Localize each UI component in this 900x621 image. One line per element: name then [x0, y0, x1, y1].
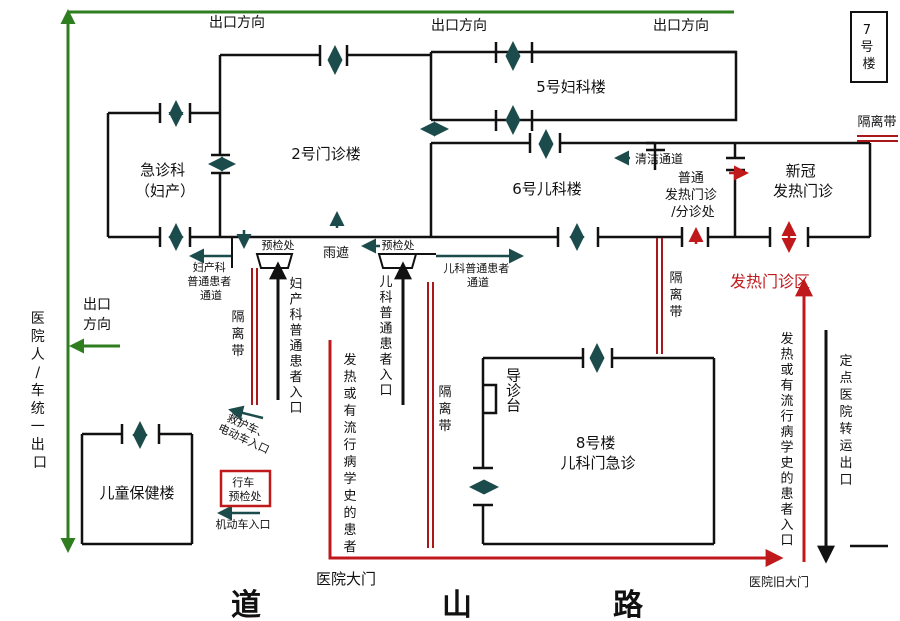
- old-gate-label: 医院旧大门: [749, 574, 809, 589]
- covid-clinic-label: 新冠 发热门诊: [773, 162, 833, 200]
- canopy-label: 雨遮: [323, 245, 349, 261]
- exit-label-1: 出口方向: [209, 15, 265, 31]
- building-7-label: 7 号 楼: [860, 23, 877, 72]
- precheck-left-booth: [255, 253, 294, 269]
- ob-channel-label: 妇产科 普通患者 通道: [187, 260, 235, 302]
- child-health-label: 儿童保健楼: [99, 484, 174, 502]
- emergency-label: 急诊科 （妇产）: [135, 161, 195, 200]
- building-8-label: 8号楼 儿科门急诊: [560, 434, 635, 472]
- guide-desk-shape: [483, 383, 498, 415]
- isolation-bands: [251, 135, 898, 548]
- exit-route-lines: [60, 8, 734, 553]
- entrance-arrows: [269, 261, 835, 564]
- main-gate-label: 医院大门: [316, 570, 376, 588]
- exit-label-3: 出口方向: [653, 18, 709, 34]
- ob-entrance-label: 妇产科普通患者入口: [289, 276, 302, 416]
- door-arrows: [132, 41, 630, 521]
- isolation-label-2: 隔离带: [438, 385, 451, 434]
- vehicle-check-label: 行车 预检处: [229, 475, 262, 503]
- motor-entrance-label: 机动车入口: [216, 517, 271, 531]
- fever-patients-right-label: 发热或有流行病学史的患者入口: [780, 331, 793, 549]
- isolation-label-1: 隔离带: [231, 310, 244, 359]
- fever-patients-left-label: 发热或有流行病学史的患者: [343, 352, 356, 555]
- fever-zone-label: 发热门诊区: [730, 272, 810, 291]
- clean-channel-label: 清洁通道: [635, 152, 683, 166]
- vehicle-check-box: [219, 469, 272, 508]
- road-char-2: 山: [442, 588, 472, 621]
- left-exit-label: 出口方向: [83, 297, 111, 333]
- isolation-top-label: 隔离带: [857, 114, 896, 130]
- exit-label-2: 出口方向: [431, 18, 487, 34]
- isolation-label-3: 隔离带: [669, 271, 682, 320]
- building-5-label: 5号妇科楼: [536, 78, 606, 96]
- precheck-right-booth: [377, 253, 418, 269]
- building-6-label: 6号儿科楼: [512, 180, 582, 198]
- building-7-outline: [850, 11, 888, 83]
- building-2-label: 2号门诊楼: [291, 145, 361, 163]
- road-char-1: 道: [231, 588, 261, 621]
- door-ticks: [120, 42, 810, 507]
- transfer-exit-label: 定点医院转运出口: [839, 354, 852, 488]
- precheck-left-label: 预检处: [262, 238, 295, 252]
- ped-entrance-label: 儿科普通患者入口: [379, 275, 392, 399]
- road-char-3: 路: [613, 588, 644, 621]
- ped-channel-label: 儿科普通患者 通道: [443, 261, 513, 289]
- side-exit-label: 医 院 人 / 车 统 一 出 口: [31, 311, 49, 471]
- precheck-right-label: 预检处: [382, 238, 415, 252]
- ambulance-label: 救护车、 电动车入口: [216, 409, 277, 457]
- fever-clinic-label: 普通 发热门诊 /分诊处: [665, 171, 721, 220]
- guide-desk-label: 导诊台: [504, 368, 522, 413]
- fever-arrows: [688, 165, 797, 253]
- fever-patient-route: [328, 278, 813, 567]
